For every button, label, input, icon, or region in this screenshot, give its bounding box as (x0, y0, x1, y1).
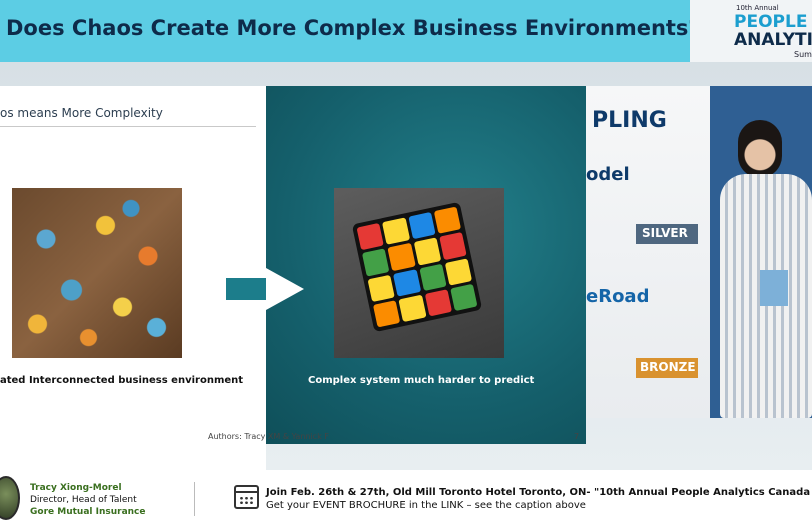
speaker-avatar (0, 476, 20, 520)
slide-left-panel: os means More Complexity ated Interconne… (0, 86, 266, 508)
lower-third-bar: Tracy Xiong-Morel Director, Head of Tale… (0, 470, 812, 528)
slide-authors: Authors: Tracy XM & Yannick F (208, 432, 329, 441)
sponsor-logo-2: odel (586, 164, 630, 185)
cube-tile (444, 257, 473, 286)
arrow-right-icon (266, 268, 304, 310)
speaker-figure (714, 120, 812, 418)
speaker-role: Director, Head of Talent (30, 495, 137, 505)
arrow-stem (226, 278, 266, 300)
rubiks-cube-icon (351, 201, 483, 333)
cube-tile (449, 283, 478, 312)
cube-tile (398, 294, 427, 323)
cube-tile (382, 217, 410, 246)
speaker-camera-feed: PLING odel SILVER eRoad BRONZE (586, 86, 812, 418)
sponsor-logo-1: PLING (592, 108, 667, 133)
event-brochure-note: Get your EVENT BROCHURE in the LINK – se… (266, 500, 586, 511)
left-caption: ated Interconnected business environment (0, 375, 244, 386)
sponsor-bronze-badge: BRONZE (636, 358, 698, 378)
puzzle-pieces-image (12, 188, 182, 358)
cube-tile (407, 211, 436, 240)
logo-summit: Sum (794, 50, 812, 59)
logo-analytics: ANALYTIC (734, 30, 812, 50)
logo-edition: 10th Annual (736, 4, 779, 12)
speaker-organization: Gore Mutual Insurance (30, 507, 146, 517)
sponsor-silver-badge: SILVER (636, 224, 698, 244)
cube-tile (356, 222, 385, 251)
cube-tile (433, 206, 462, 235)
slide-page-number: 7 (574, 432, 580, 441)
cube-tile (387, 243, 416, 271)
cube-tile (367, 274, 396, 302)
event-logo: 10th Annual PEOPLE ANALYTIC Sum (690, 0, 812, 62)
right-caption: Complex system much harder to predict (308, 375, 535, 386)
name-badge-icon (760, 270, 788, 306)
cube-tile (418, 263, 447, 291)
lower-third-divider (194, 482, 195, 516)
cube-tile (372, 299, 401, 328)
cube-tile (438, 232, 467, 260)
cube-tile (361, 248, 390, 277)
event-details: Join Feb. 26th & 27th, Old Mill Toronto … (266, 487, 812, 498)
logo-people: PEOPLE (734, 12, 808, 32)
calendar-icon (234, 485, 259, 509)
speaker-head (738, 120, 782, 178)
title-bar: Does Chaos Create More Complex Business … (0, 0, 812, 62)
cube-tile (424, 288, 452, 317)
cube-tile (413, 237, 441, 266)
slide-heading: os means More Complexity (0, 106, 163, 120)
slide-title: Does Chaos Create More Complex Business … (6, 16, 701, 40)
cube-tile (393, 268, 421, 297)
slide-right-panel: Complex system much harder to predict (266, 86, 586, 444)
sponsor-logo-3: eRoad (586, 286, 650, 307)
rubiks-cube-image (334, 188, 504, 358)
heading-divider (0, 126, 256, 127)
speaker-name: Tracy Xiong-Morel (30, 483, 122, 493)
